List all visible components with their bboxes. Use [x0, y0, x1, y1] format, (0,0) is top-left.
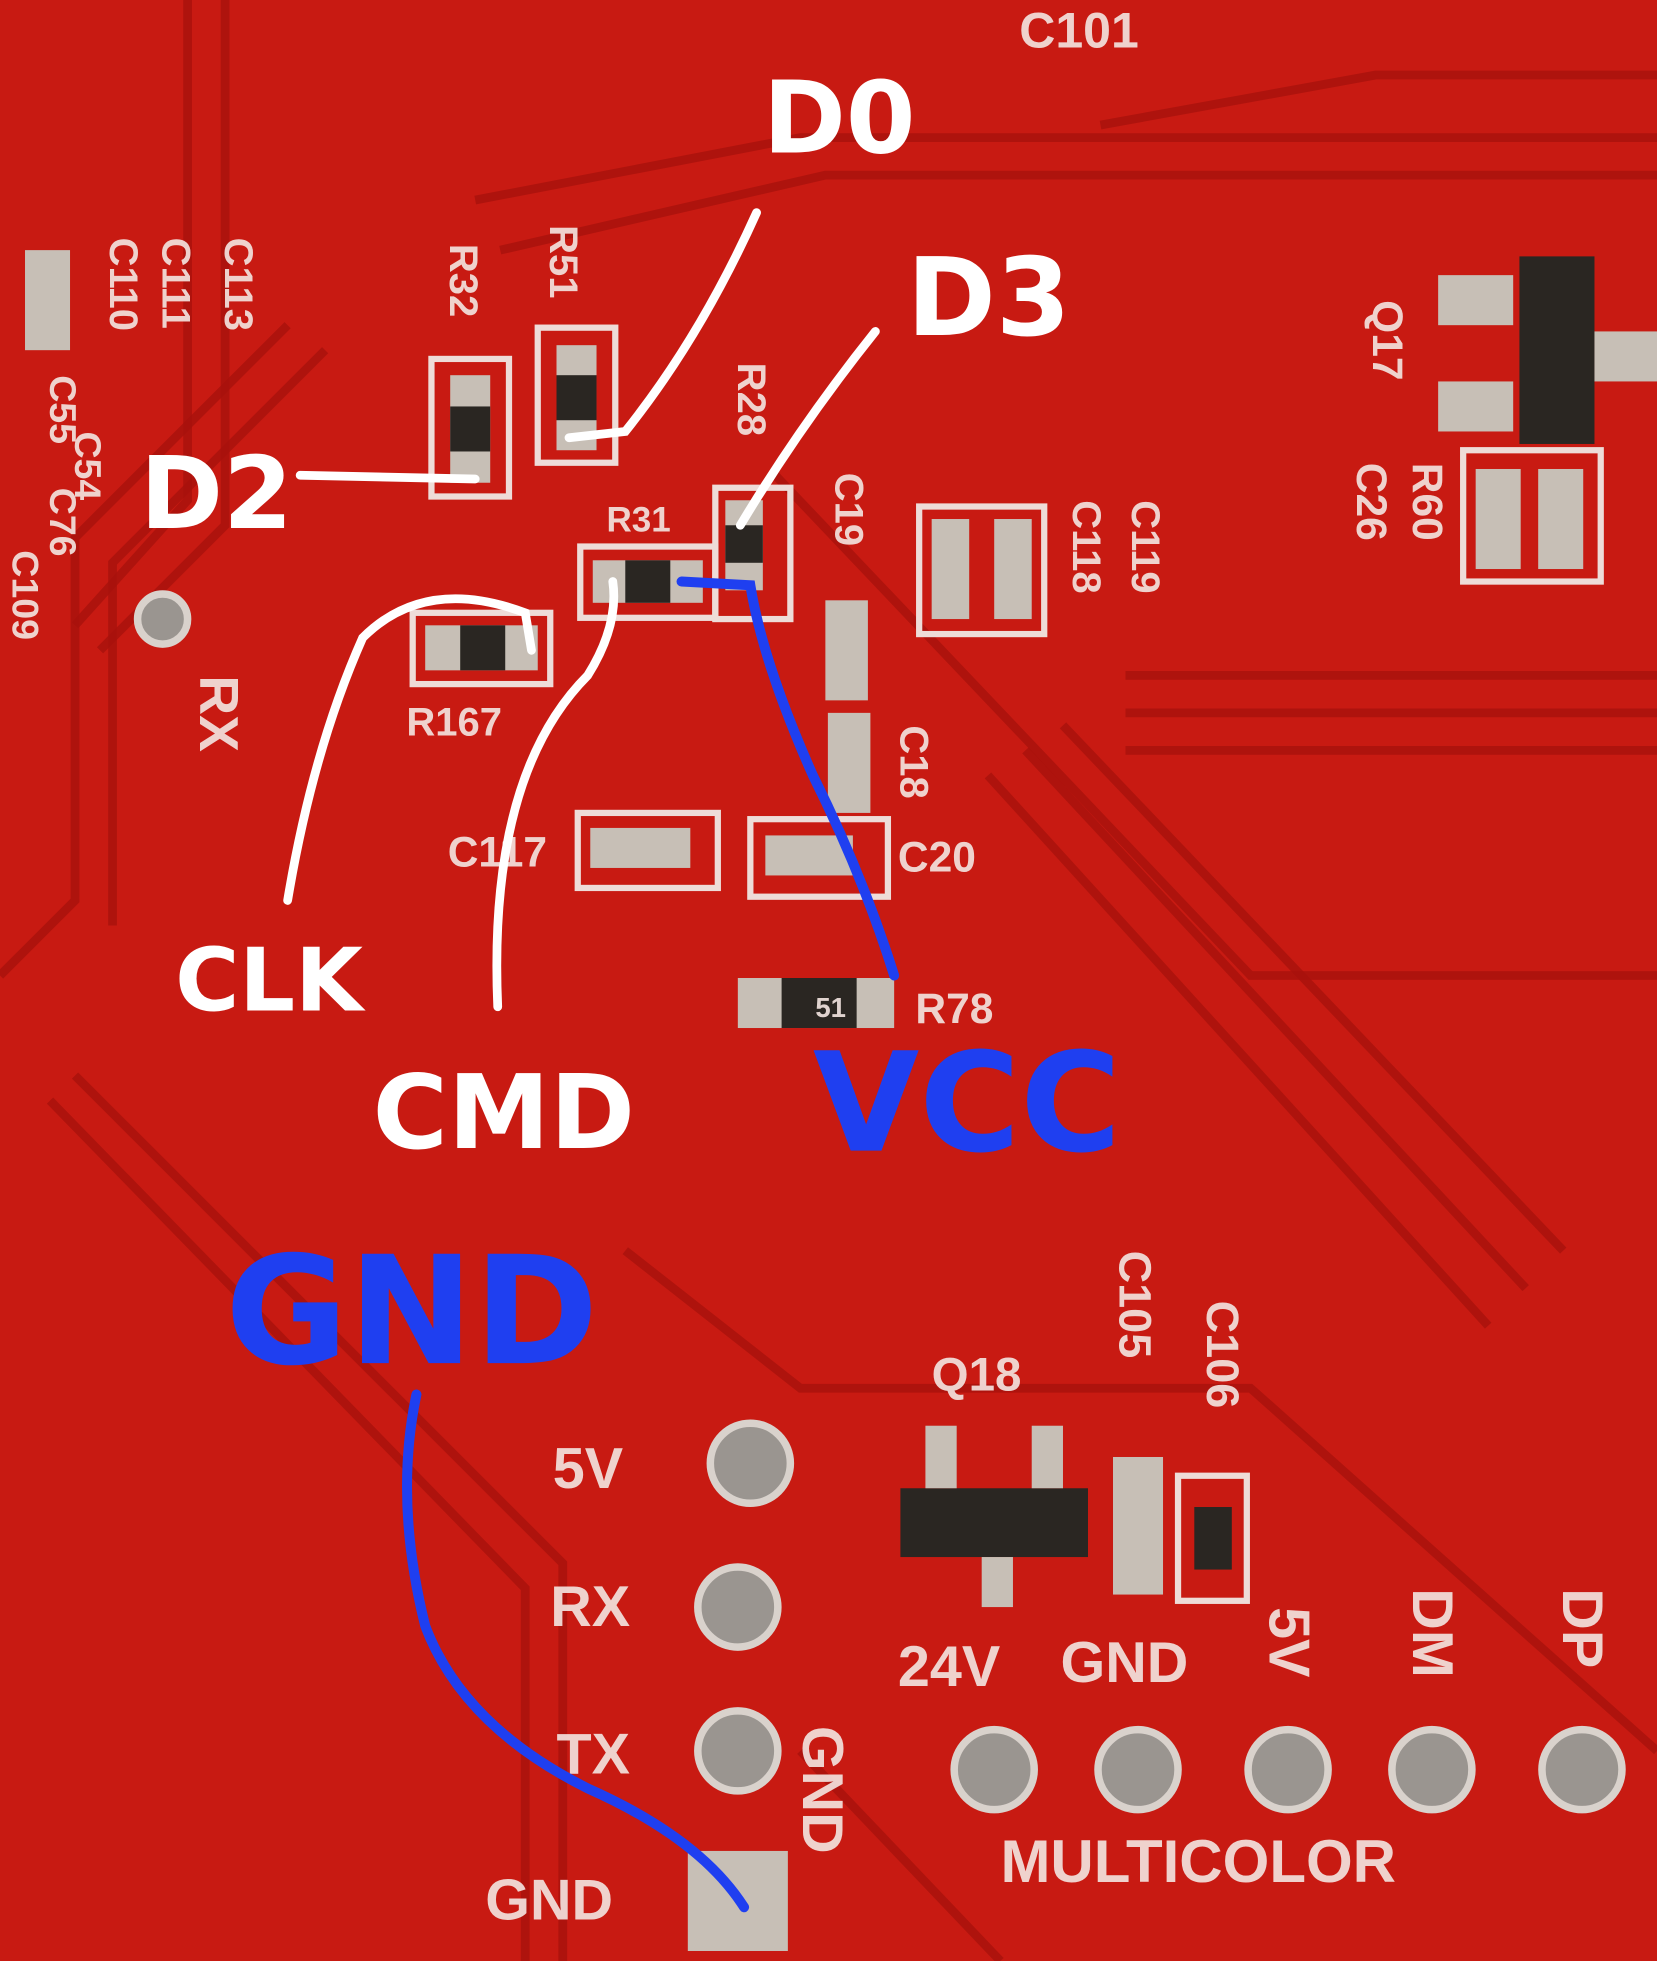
component-c118-c119	[916, 503, 1048, 638]
label-c110: C110	[101, 238, 145, 331]
label-c119: C119	[1123, 500, 1167, 593]
label-c106: C106	[1197, 1301, 1248, 1409]
label-q17: Q17	[1363, 300, 1410, 380]
label-c113: C113	[216, 238, 260, 331]
clk-pointer-line	[283, 594, 536, 905]
component-q18	[900, 1425, 1088, 1608]
component-q17	[1438, 256, 1657, 444]
label-q18: Q18	[932, 1349, 1022, 1402]
d2-pointer-line	[295, 470, 480, 484]
label-c20: C20	[898, 835, 976, 882]
annotation-clk: CLK	[175, 930, 366, 1032]
annotation-gnd: GND	[225, 1225, 598, 1399]
label-multicolor: MULTICOLOR	[1000, 1828, 1396, 1895]
annotation-d2: D2	[140, 435, 293, 552]
label-c109: C109	[5, 550, 47, 640]
label-r60: R60	[1403, 463, 1450, 541]
annotation-cmd: CMD	[373, 1054, 635, 1173]
component-r78	[737, 977, 895, 1029]
component-r28	[712, 484, 794, 623]
label-r31: R31	[607, 501, 671, 540]
component-c20	[747, 816, 892, 900]
label-dm: DM	[1400, 1588, 1464, 1677]
component-r60-c26	[1460, 447, 1604, 585]
vcc-pointer-line	[676, 576, 900, 981]
label-c118: C118	[1064, 500, 1108, 593]
label-bottom-5v: 5V	[1256, 1607, 1320, 1677]
label-bottom-gnd: GND	[1060, 1631, 1188, 1695]
annotation-d3: D3	[907, 236, 1071, 361]
label-r28: R28	[729, 363, 773, 436]
label-dp: DP	[1550, 1588, 1614, 1668]
component-left-caps	[25, 250, 192, 648]
label-c117: C117	[448, 830, 547, 877]
label-c19: C19	[826, 473, 870, 546]
gnd-pointer-line	[402, 1389, 750, 1913]
white-annotations	[283, 208, 880, 1012]
label-c101: C101	[1019, 3, 1139, 59]
label-c26: C26	[1347, 463, 1394, 541]
label-c111: C111	[154, 238, 198, 329]
d3-pointer-line	[735, 327, 880, 530]
cmd-pointer-line	[492, 577, 619, 1012]
component-c19-c18	[825, 600, 871, 813]
component-r32	[428, 355, 513, 500]
annotation-d0: D0	[763, 60, 916, 177]
label-header-5v: 5V	[553, 1437, 623, 1501]
label-c105: C105	[1109, 1251, 1160, 1359]
r78-marking: 51	[815, 992, 846, 1023]
component-r167	[409, 609, 554, 688]
label-header-gnd: GND	[485, 1869, 613, 1933]
label-header-rx: RX	[550, 1575, 630, 1639]
label-r32: R32	[441, 244, 485, 317]
annotation-vcc: VCC	[813, 1024, 1121, 1184]
component-c117	[574, 809, 721, 892]
label-c54: C54	[67, 431, 109, 500]
label-c18: C18	[891, 725, 935, 798]
silkscreen-labels: C101 R51 R32 R28 R31 C19 C118 C119 R167 …	[5, 3, 1615, 1933]
d0-pointer-line	[564, 208, 761, 443]
label-r78: R78	[915, 986, 993, 1033]
label-header-gnd-vertical: GND	[790, 1726, 854, 1854]
label-r51: R51	[541, 225, 585, 298]
label-rx-left: RX	[188, 675, 250, 752]
label-r167: R167	[406, 700, 502, 744]
label-c55: C55	[42, 375, 84, 444]
label-c76: C76	[42, 488, 84, 557]
blue-annotations	[402, 576, 900, 1913]
label-24v: 24V	[898, 1635, 1000, 1699]
component-c105-c106	[1113, 1456, 1250, 1604]
